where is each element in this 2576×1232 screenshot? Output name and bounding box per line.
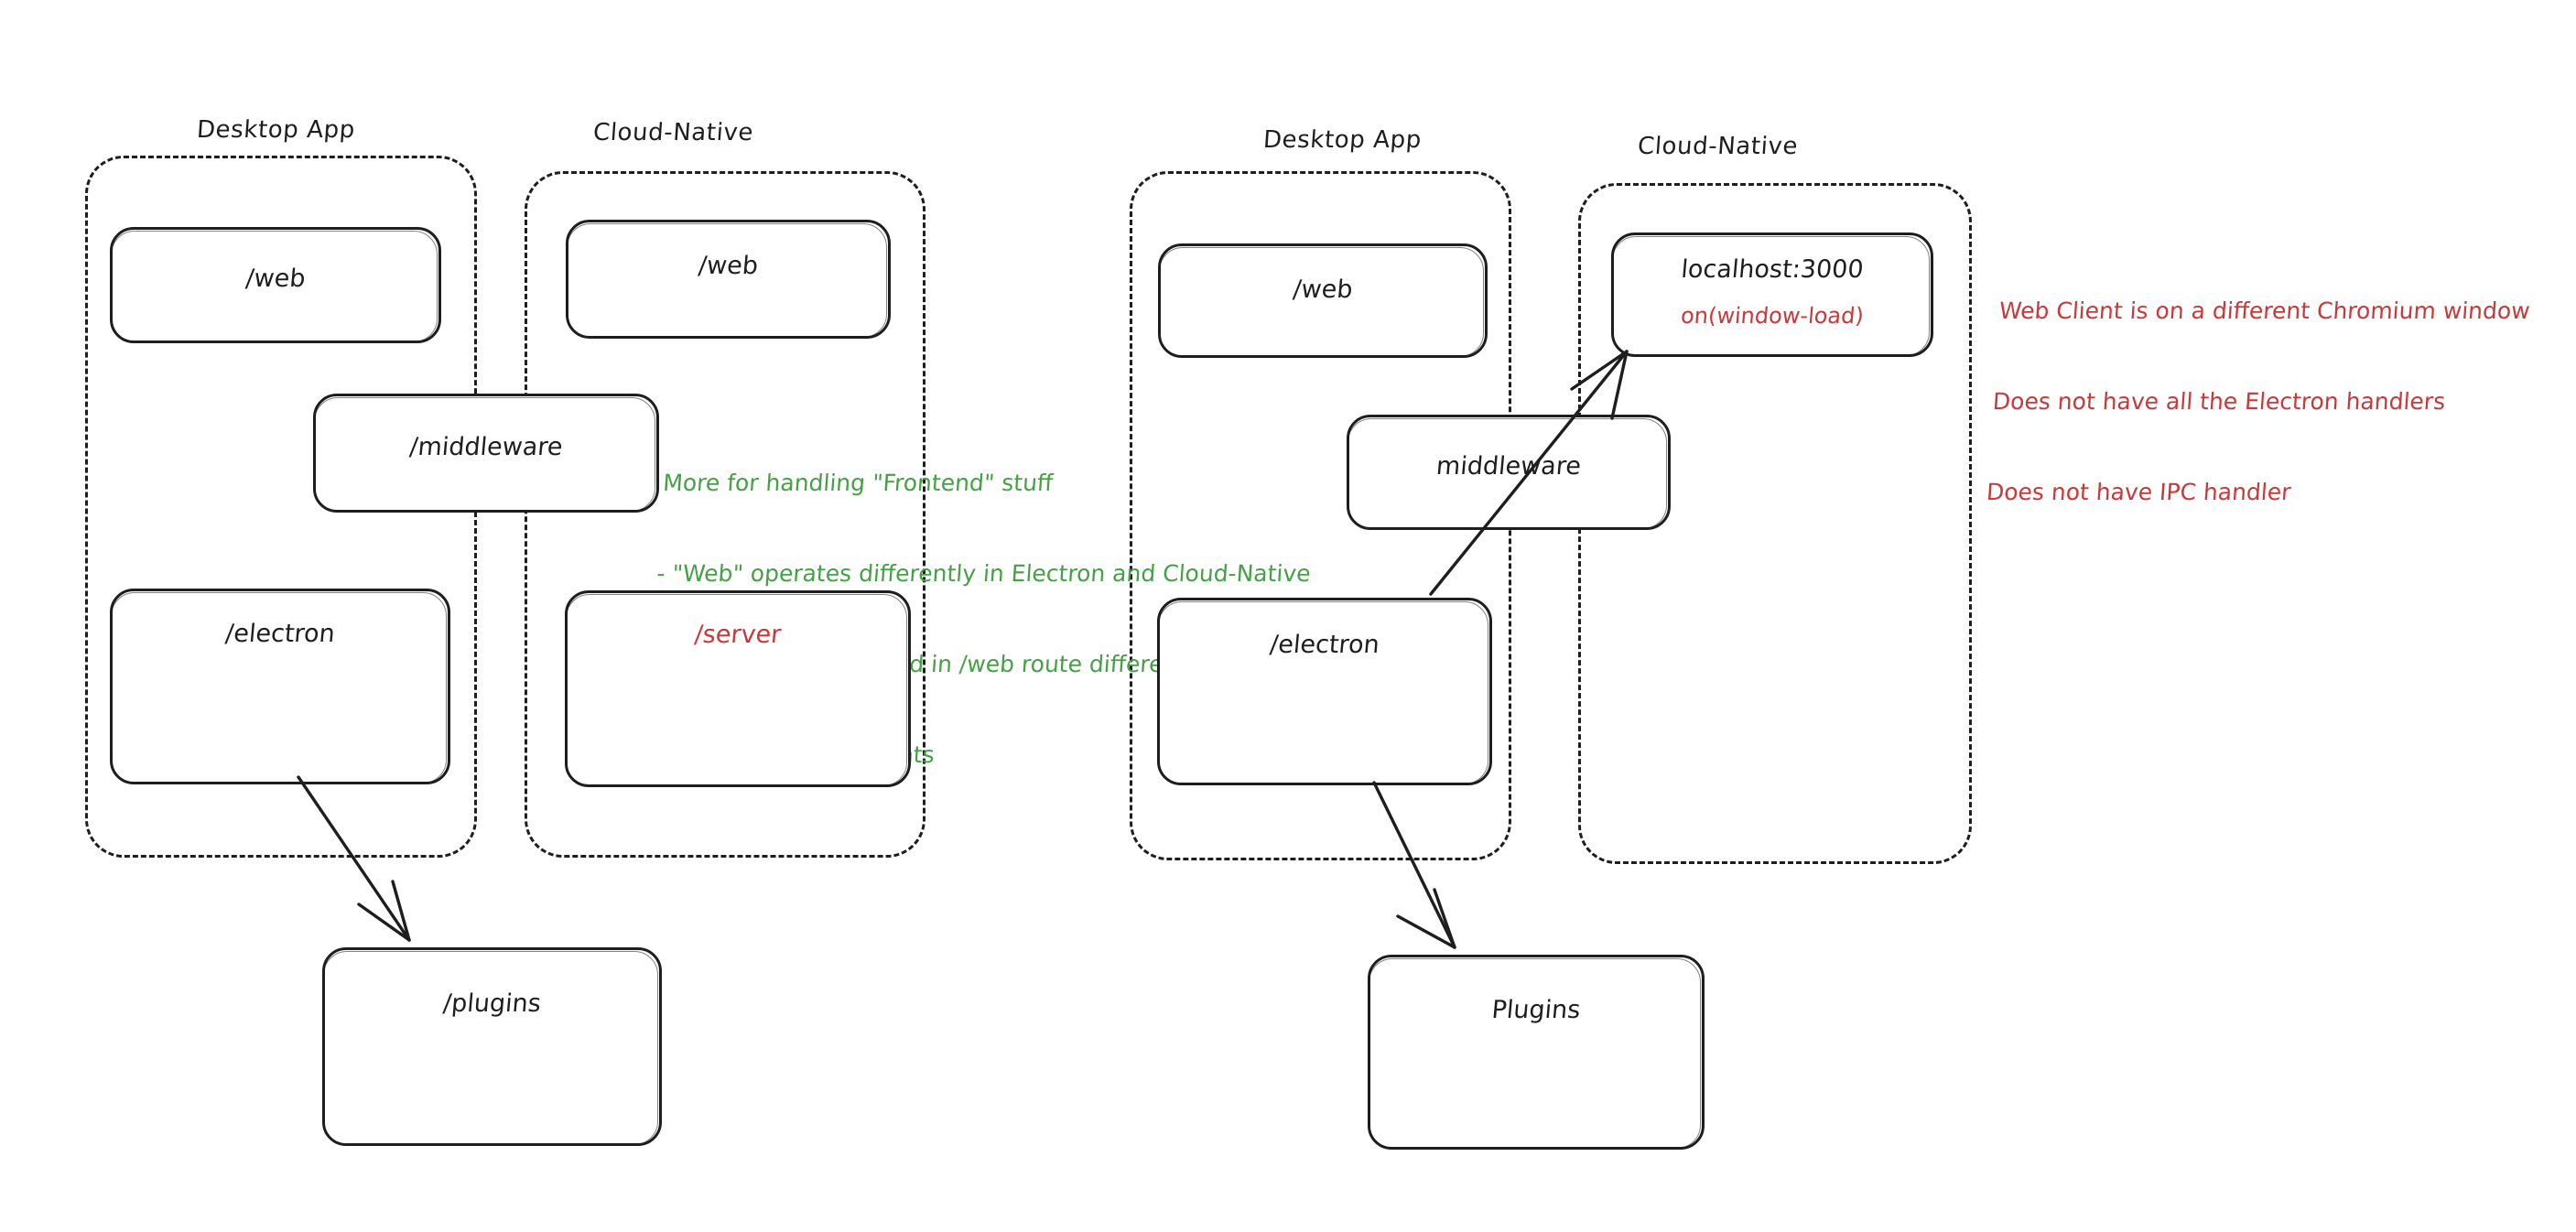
annotation-red-note: Web Client is on a different Chromium wi… — [1981, 235, 2535, 567]
node-left-server[interactable]: /server — [565, 590, 911, 787]
node-right-plugins[interactable]: Plugins — [1368, 955, 1705, 1150]
group-label-right-desktop-app: Desktop App — [1261, 126, 1423, 154]
node-label-left-plugins: /plugins — [441, 989, 543, 1018]
node-label-left-middleware: /middleware — [408, 433, 564, 461]
group-label-left-cloud-native: Cloud-Native — [591, 119, 755, 146]
node-label-left-cloud-web: /web — [697, 252, 760, 280]
node-right-desktop-web[interactable]: /web — [1158, 243, 1488, 358]
node-label-right-localhost: localhost:3000 — [1680, 255, 1865, 284]
annotation-red-line-2: Does not have all the Electron handlers — [1991, 388, 2447, 415]
node-label-left-electron: /electron — [223, 620, 337, 648]
node-label-left-desktop-web: /web — [244, 265, 307, 293]
node-right-localhost[interactable]: localhost:3000 on(window-load) — [1611, 232, 1933, 357]
node-label-right-plugins: Plugins — [1490, 996, 1582, 1024]
node-right-electron[interactable]: /electron — [1157, 598, 1492, 785]
annotation-green-line-1: More for handling "Frontend" stuff — [662, 470, 1055, 496]
node-left-cloud-web[interactable]: /web — [566, 220, 891, 339]
annotation-red-line-3: Does not have IPC handler — [1986, 479, 2292, 505]
group-left-cloud-native — [525, 171, 925, 858]
node-label-right-middleware: middleware — [1434, 452, 1583, 481]
node-label-right-desktop-web: /web — [1292, 276, 1354, 304]
annotation-red-line-1: Web Client is on a different Chromium wi… — [1997, 297, 2531, 324]
node-left-middleware[interactable]: /middleware — [313, 394, 659, 513]
node-right-middleware[interactable]: middleware — [1347, 415, 1671, 530]
annotation-green-line-2: - "Web" operates differently in Electron… — [655, 560, 1312, 587]
node-sublabel-right-localhost-on-window-load: on(window-load) — [1679, 303, 1866, 329]
group-label-left-desktop-app: Desktop App — [195, 116, 356, 144]
node-left-plugins[interactable]: /plugins — [322, 947, 662, 1146]
node-label-right-electron: /electron — [1268, 631, 1381, 659]
node-left-electron[interactable]: /electron — [110, 589, 450, 784]
node-left-desktop-web[interactable]: /web — [110, 227, 441, 343]
group-label-right-cloud-native: Cloud-Native — [1636, 133, 1800, 160]
node-label-left-server: /server — [693, 621, 783, 649]
